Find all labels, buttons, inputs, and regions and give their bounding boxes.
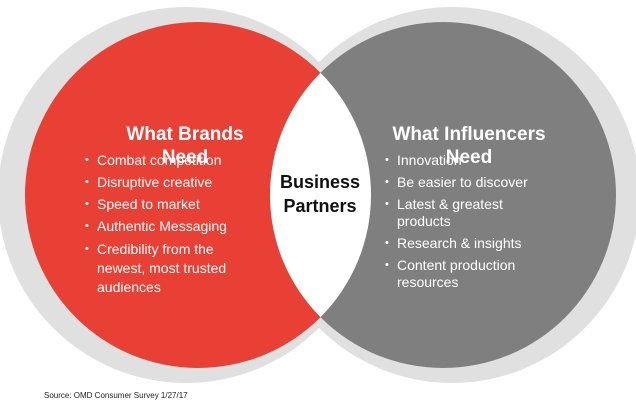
list-item: Authentic Messaging bbox=[85, 218, 270, 235]
influencers-title-line1: What Influencers bbox=[392, 124, 546, 145]
list-item: Innovation bbox=[385, 152, 535, 169]
business-partners-label: Business Partners bbox=[260, 170, 380, 218]
brands-list: Combat competition Disruptive creative S… bbox=[85, 152, 270, 302]
list-item: Content production resources bbox=[385, 257, 522, 291]
influencers-circle bbox=[270, 22, 616, 368]
influencers-list: Innovation Be easier to discover Latest … bbox=[385, 152, 535, 296]
list-item: Credibility from the newest, most truste… bbox=[85, 240, 247, 297]
list-item: Latest & greatest products bbox=[385, 196, 522, 230]
list-item: Combat competition bbox=[85, 152, 270, 169]
list-item: Speed to market bbox=[85, 196, 270, 213]
list-item: Disruptive creative bbox=[85, 174, 270, 191]
list-item: Research & insights bbox=[385, 235, 535, 252]
center-line2: Partners bbox=[283, 196, 357, 216]
brands-title-line1: What Brands bbox=[126, 124, 244, 145]
list-item: Be easier to discover bbox=[385, 174, 535, 191]
center-line1: Business bbox=[279, 172, 361, 192]
source-note: Source: OMD Consumer Survey 1/27/17 bbox=[44, 391, 188, 400]
